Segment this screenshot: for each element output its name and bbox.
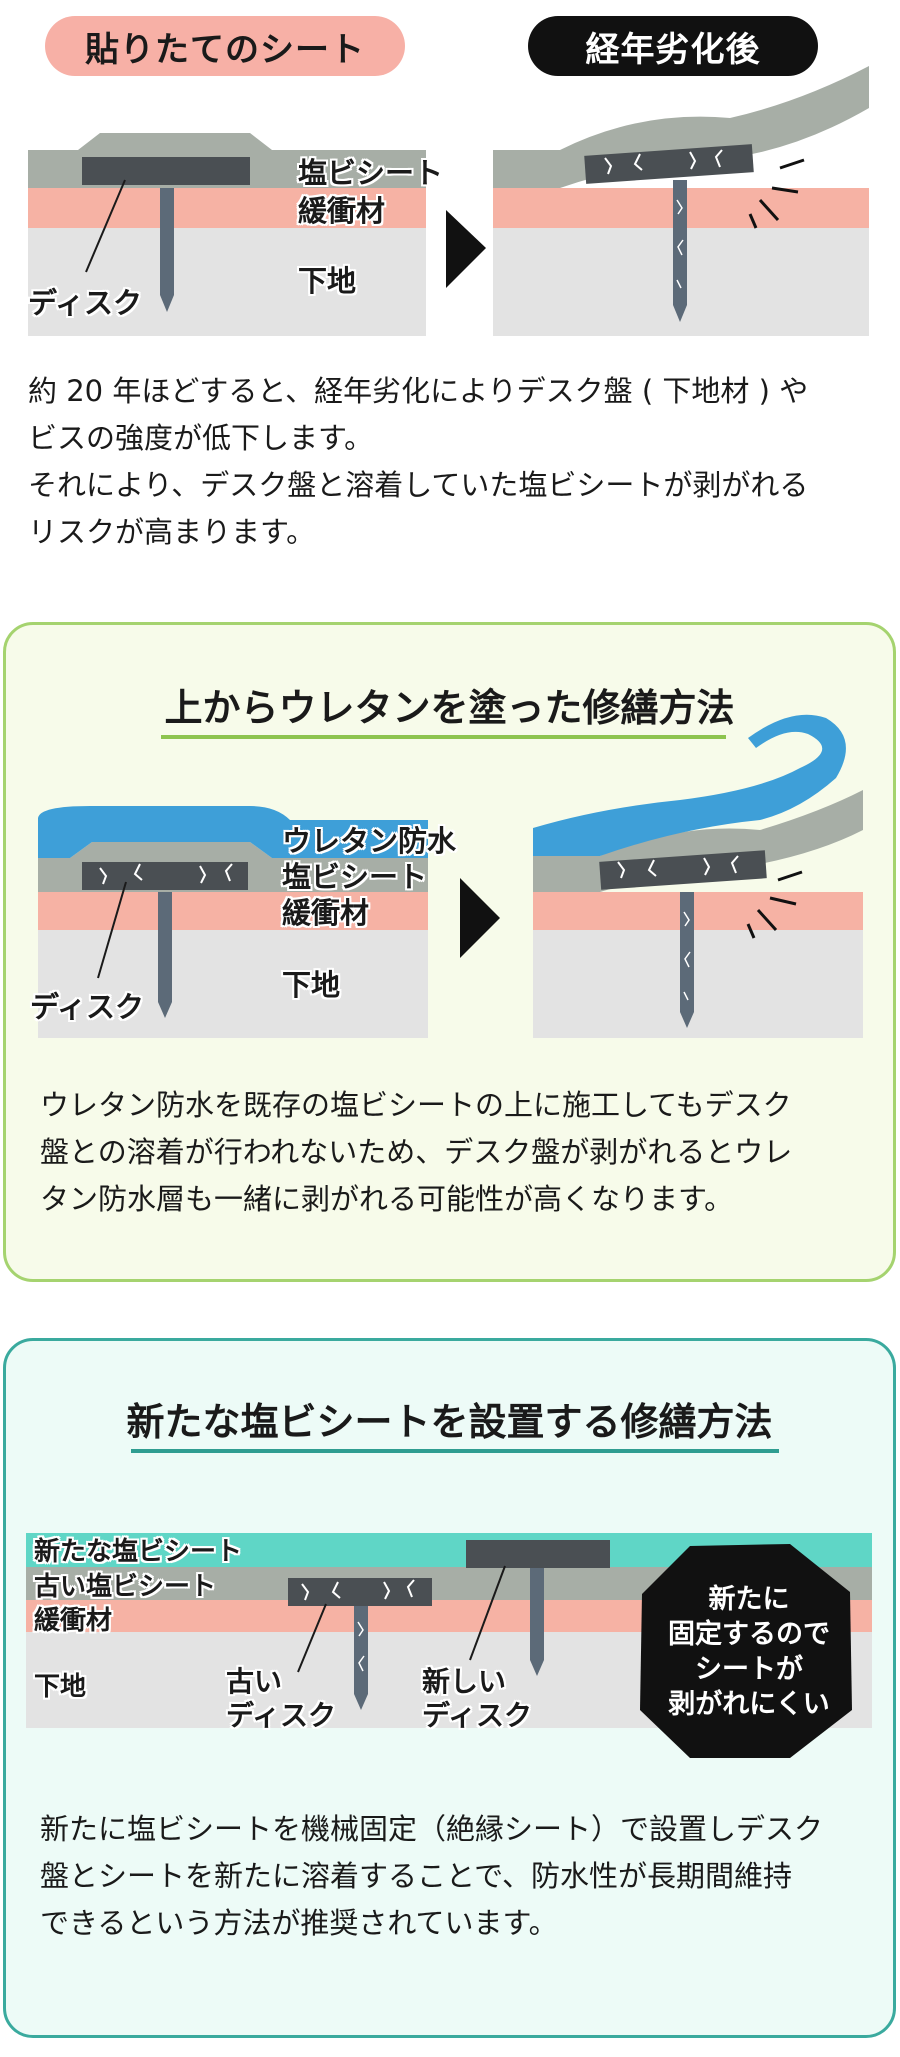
new-disk [466, 1540, 610, 1568]
paragraph-line: できるという方法が推奨されています。 [40, 1906, 558, 1940]
cracked-disk [599, 850, 767, 890]
disk-pointer-line [85, 179, 126, 273]
substrate-label: 下地 [282, 968, 341, 1002]
screw [160, 188, 174, 312]
before-label: 貼りたてのシート [85, 29, 365, 70]
cracked-screw [680, 892, 694, 1028]
paragraph-line: 盤とシートを新たに溶着することで、防水性が長期間維持 [40, 1859, 792, 1893]
disk-cracks [604, 149, 723, 175]
cushion-label: 緩衝材 [282, 896, 370, 930]
old-disk-pointer-line [297, 1603, 327, 1673]
paragraph-line: 約 20 年ほどすると、経年劣化によりデスク盤 ( 下地材 ) や [28, 374, 809, 408]
badge-shape [640, 1544, 852, 1758]
badge-line: シートが [695, 1654, 803, 1685]
title-underline [131, 1449, 779, 1453]
urethane-layer [38, 806, 428, 858]
before-sheet-diagram [28, 133, 486, 336]
cushion-layer [533, 892, 863, 930]
lifted-urethane-layer [533, 714, 846, 856]
disk-label: ディスク [28, 286, 142, 320]
sheet-label: 塩ビシート [282, 860, 428, 894]
urethane-label: ウレタン防水 [282, 824, 457, 858]
arrow-right-icon [446, 210, 486, 288]
disk [82, 157, 250, 185]
after-sheet-diagram [493, 66, 869, 336]
old-sheet-label: 古い塩ビシート [34, 1572, 217, 1602]
new-disk-pointer-line [469, 1565, 506, 1661]
old-disk-label-line1: 古い [226, 1665, 283, 1698]
cushion-label: 緩衝材 [34, 1606, 113, 1636]
disk-cracks [617, 855, 739, 879]
badge-line: 固定するので [668, 1619, 830, 1650]
arrow-right-icon [460, 878, 500, 958]
substrate-layer [38, 930, 428, 1038]
urethane-before-diagram [38, 806, 500, 1038]
paragraph-line: 盤との溶着が行われないため、デスク盤が剥がれるとウレ [40, 1135, 793, 1169]
title-underline [161, 735, 726, 739]
screw-cracks [683, 911, 691, 1001]
disk-cracks [99, 863, 233, 885]
cushion-layer [38, 892, 428, 930]
paragraph-line: ビスの強度が低下します。 [28, 421, 374, 455]
screw [158, 892, 172, 1018]
peel-burst-lines [746, 870, 803, 939]
section2-paragraph: ウレタン防水を既存の塩ビシートの上に施工してもデスク 盤との溶着が行われないため… [40, 1082, 880, 1223]
after-label-pill: 経年劣化後 [528, 16, 818, 76]
section1-paragraph: 約 20 年ほどすると、経年劣化によりデスク盤 ( 下地材 ) や ビスの強度が… [28, 368, 878, 556]
disk-pointer-line [97, 881, 127, 979]
disk-label: ディスク [30, 990, 144, 1024]
badge-line: 剥がれにくい [668, 1689, 830, 1720]
new-sheet-label: 新たな塩ビシート [34, 1537, 243, 1567]
old-disk-cracks [301, 1579, 415, 1601]
paragraph-line: ウレタン防水を既存の塩ビシートの上に施工してもデスク [40, 1088, 792, 1122]
cracked-disk [584, 144, 754, 184]
sheet-label: 塩ビシート [298, 156, 444, 190]
screw-cracks [676, 199, 684, 289]
new-sheet-method-title: 新たな塩ビシートを設置する修繕方法 [126, 1400, 773, 1444]
cushion-label: 緩衝材 [298, 194, 386, 228]
new-disk-label-line2: ディスク [422, 1699, 533, 1732]
new-screw [530, 1568, 544, 1676]
peel-burst-lines [748, 158, 805, 229]
new-disk-label-line1: 新しい [422, 1665, 507, 1698]
new-sheet-diagram [26, 1533, 872, 1758]
before-label-pill: 貼りたてのシート [45, 16, 405, 76]
old-screw [354, 1606, 368, 1710]
cushion-layer [28, 188, 426, 228]
paragraph-line: タン防水層も一緒に剥がれる可能性が高くなります。 [40, 1182, 734, 1216]
old-screw-cracks [357, 1621, 365, 1672]
old-disk-label-line2: ディスク [226, 1699, 337, 1732]
old-disk [288, 1578, 432, 1606]
badge-text: 新たに 固定するので シートが 剥がれにくい [646, 1582, 852, 1722]
substrate-layer [533, 930, 863, 1038]
cracked-disk [82, 862, 248, 890]
substrate-layer [28, 228, 426, 336]
paragraph-line: それにより、デスク盤と溶着していた塩ビシートが剥がれる [28, 468, 809, 502]
urethane-method-title: 上からウレタンを塗った修繕方法 [164, 686, 735, 730]
urethane-after-diagram [533, 714, 863, 1038]
paragraph-line: リスクが高まります。 [28, 515, 316, 549]
paragraph-line: 新たに塩ビシートを機械固定（絶縁シート）で設置しデスク [40, 1812, 824, 1846]
substrate-label: 下地 [34, 1672, 87, 1702]
badge-line: 新たに [708, 1584, 790, 1615]
substrate-label: 下地 [298, 264, 357, 298]
after-label: 経年劣化後 [585, 29, 761, 70]
section3-paragraph: 新たに塩ビシートを機械固定（絶縁シート）で設置しデスク 盤とシートを新たに溶着す… [40, 1806, 880, 1947]
